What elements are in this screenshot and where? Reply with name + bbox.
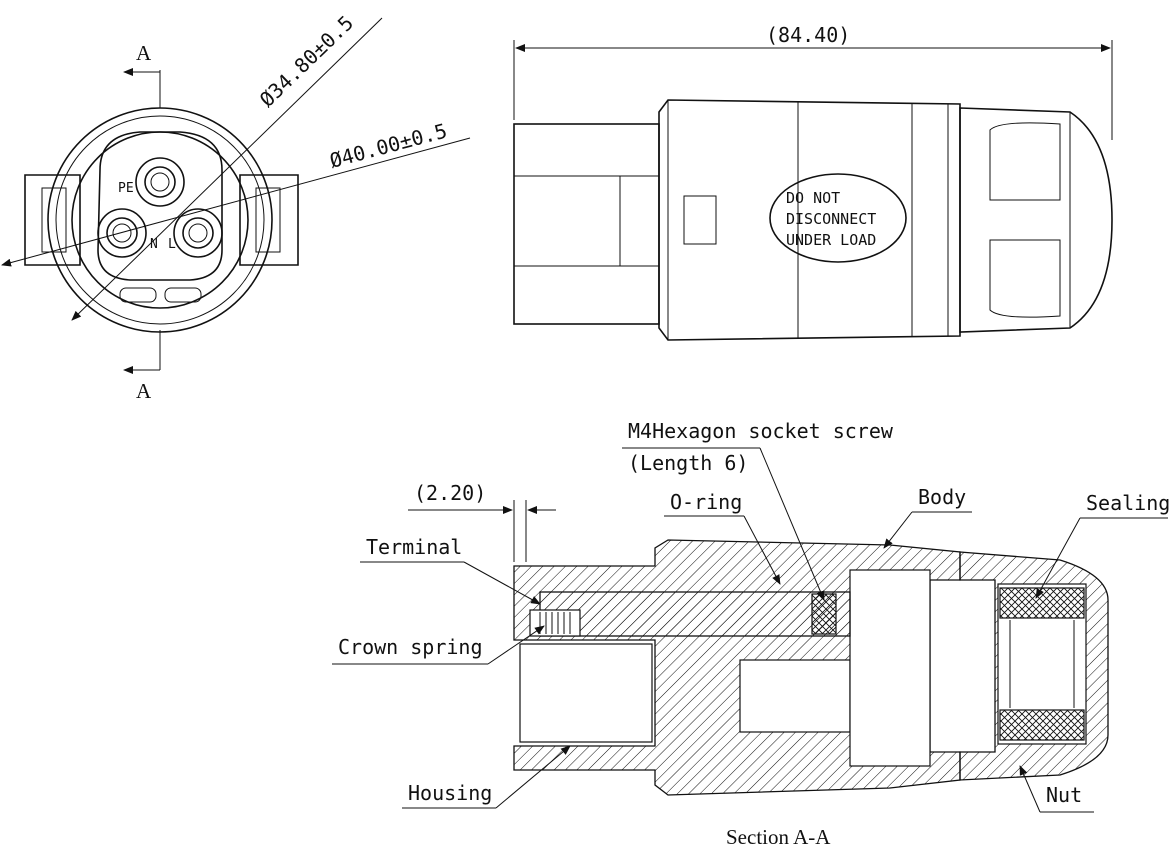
warning-line-1: DO NOT	[786, 189, 840, 207]
side-view: (84.40) DO NOT DISCONNECT UNDER LOAD	[513, 23, 1113, 341]
label-terminal: Terminal	[366, 535, 462, 559]
warning-line-3: UNDER LOAD	[786, 231, 876, 249]
pin-n-label: N	[150, 237, 158, 252]
dim-outer-diameter: Ø40.00±0.5	[327, 118, 450, 172]
label-screw-2: (Length 6)	[628, 451, 748, 475]
warning-line-2: DISCONNECT	[786, 210, 876, 228]
pin-l-label: L	[168, 237, 176, 252]
front-view: A A PE N L Ø34.80±0.5 Ø40.00±0.5	[1, 11, 471, 403]
pin-pe-label: PE	[118, 181, 134, 196]
label-oring: O-ring	[670, 490, 742, 514]
dim-inner-diameter: Ø34.80±0.5	[255, 11, 358, 112]
section-title: Section A-A	[726, 825, 831, 848]
label-housing: Housing	[408, 781, 492, 805]
label-sealing: Sealing	[1086, 491, 1170, 515]
label-body: Body	[918, 485, 966, 509]
label-crown-spring: Crown spring	[338, 635, 483, 659]
section-mark-top: A	[136, 41, 152, 65]
label-nut: Nut	[1046, 783, 1082, 807]
label-screw-1: M4Hexagon socket screw	[628, 419, 894, 443]
section-mark-bottom: A	[136, 379, 152, 403]
gap-dim: (2.20)	[414, 481, 486, 505]
overall-length-dim: (84.40)	[766, 23, 850, 47]
section-view: (2.20) M4Hexagon socket screw (Length 6)…	[332, 419, 1170, 848]
